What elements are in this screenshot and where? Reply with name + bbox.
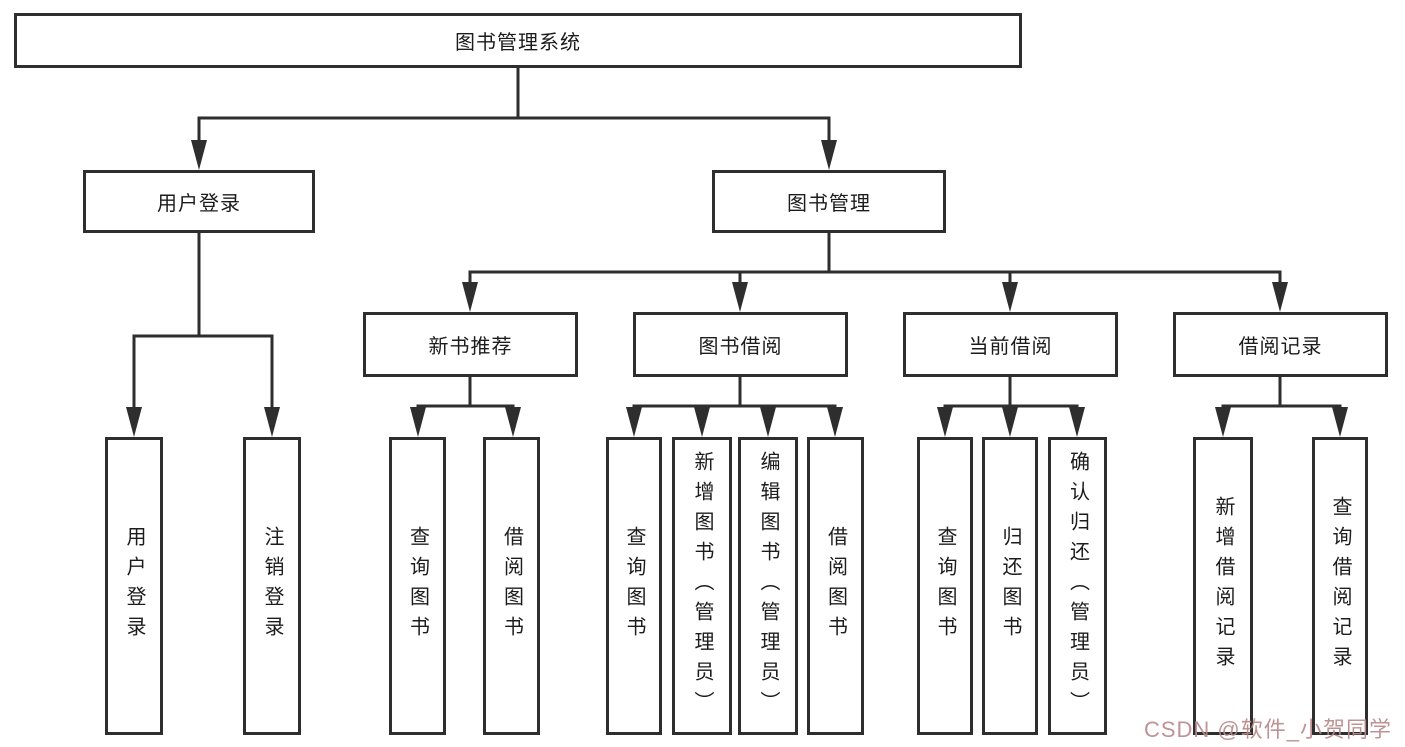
leaf-add-book-admin: 新增图书（管理员） bbox=[672, 437, 732, 735]
leaf-borrow-books-2: 借阅图书 bbox=[807, 437, 864, 735]
node-user-login: 用户登录 bbox=[83, 170, 315, 233]
leaf-confirm-return-admin-label: 确认归还（管理员） bbox=[1066, 451, 1089, 721]
node-book-management-label: 图书管理 bbox=[787, 193, 871, 215]
leaf-edit-book-admin: 编辑图书（管理员） bbox=[738, 437, 798, 735]
leaf-borrow-books-2-label: 借阅图书 bbox=[824, 526, 847, 646]
arrow-heads bbox=[126, 140, 1348, 437]
leaf-add-borrow-record-label: 新增借阅记录 bbox=[1212, 496, 1234, 676]
root-node-library-management-system: 图书管理系统 bbox=[14, 13, 1022, 68]
node-new-book-recommend-label: 新书推荐 bbox=[428, 336, 513, 358]
root-node-label: 图书管理系统 bbox=[455, 32, 581, 54]
node-borrow-records-label: 借阅记录 bbox=[1238, 336, 1323, 358]
leaf-edit-book-admin-label: 编辑图书（管理员） bbox=[757, 451, 779, 721]
leaf-return-book-label: 归还图书 bbox=[999, 526, 1021, 646]
node-user-login-label: 用户登录 bbox=[157, 193, 241, 215]
leaf-borrow-books-1: 借阅图书 bbox=[483, 437, 540, 735]
leaf-query-books-2-label: 查询图书 bbox=[623, 526, 645, 646]
csdn-watermark: CSDN @软件_小贺同学 bbox=[1143, 717, 1392, 742]
leaf-return-book: 归还图书 bbox=[982, 437, 1038, 735]
leaf-add-borrow-record: 新增借阅记录 bbox=[1193, 437, 1253, 735]
node-borrow-records: 借阅记录 bbox=[1173, 312, 1388, 377]
leaf-confirm-return-admin: 确认归还（管理员） bbox=[1048, 437, 1107, 735]
leaf-query-borrow-record-label: 查询借阅记录 bbox=[1329, 496, 1351, 676]
leaf-user-login: 用户登录 bbox=[105, 437, 163, 735]
leaf-query-books-1-label: 查询图书 bbox=[406, 526, 429, 646]
leaf-add-book-admin-label: 新增图书（管理员） bbox=[691, 451, 713, 721]
node-book-management: 图书管理 bbox=[712, 170, 946, 233]
node-book-borrow-label: 图书借阅 bbox=[698, 336, 783, 358]
leaf-query-books-3-label: 查询图书 bbox=[934, 526, 956, 646]
node-book-borrow: 图书借阅 bbox=[633, 312, 848, 377]
leaf-user-login-label: 用户登录 bbox=[123, 526, 145, 646]
leaf-query-borrow-record: 查询借阅记录 bbox=[1312, 437, 1368, 735]
leaf-logout-login-label: 注销登录 bbox=[261, 526, 283, 646]
leaf-borrow-books-1-label: 借阅图书 bbox=[500, 526, 523, 646]
leaf-query-books-3: 查询图书 bbox=[917, 437, 973, 735]
node-current-borrow-label: 当前借阅 bbox=[968, 336, 1053, 358]
node-current-borrow: 当前借阅 bbox=[903, 312, 1118, 377]
leaf-query-books-1: 查询图书 bbox=[389, 437, 446, 735]
leaf-logout-login: 注销登录 bbox=[243, 437, 301, 735]
node-new-book-recommend: 新书推荐 bbox=[363, 312, 578, 377]
leaf-query-books-2: 查询图书 bbox=[606, 437, 662, 735]
